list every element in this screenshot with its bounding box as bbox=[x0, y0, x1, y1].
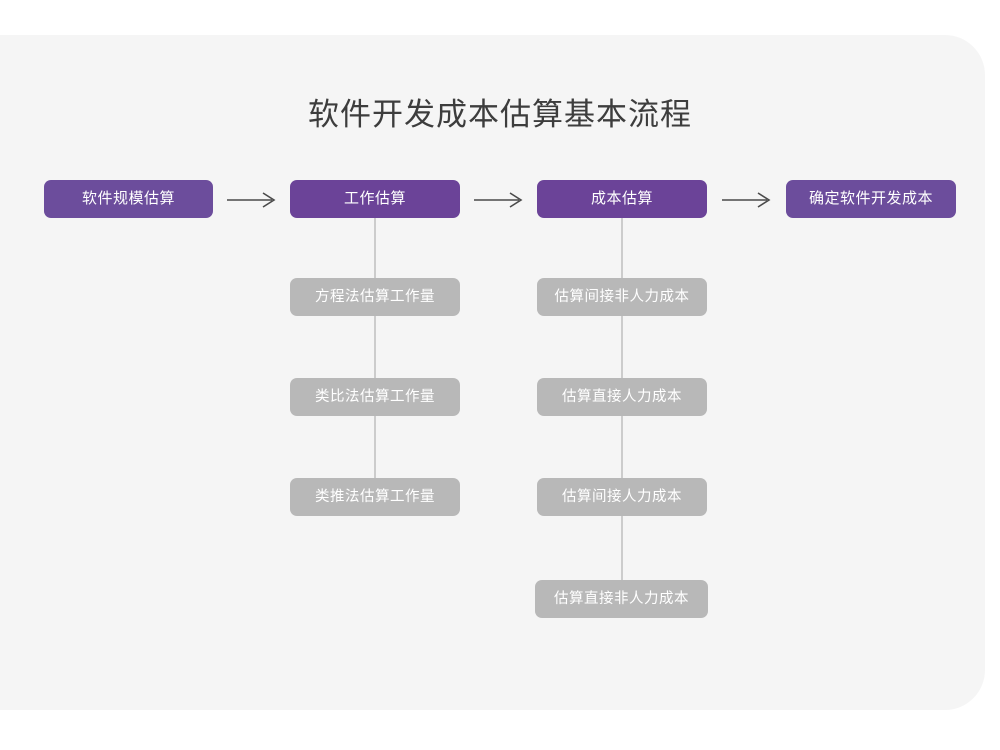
connector-cost-4 bbox=[621, 516, 623, 580]
connector-effort-1 bbox=[374, 218, 376, 278]
cost-sub-node-3[interactable]: 估算间接人力成本 bbox=[537, 478, 707, 516]
flow-step-4-determine-development-cost[interactable]: 确定软件开发成本 bbox=[786, 180, 956, 218]
cost-sub-node-2[interactable]: 估算直接人力成本 bbox=[537, 378, 707, 416]
flow-step-1-software-scale-estimation[interactable]: 软件规模估算 bbox=[44, 180, 213, 218]
page-title: 软件开发成本估算基本流程 bbox=[308, 97, 692, 132]
cost-sub-node-4[interactable]: 估算直接非人力成本 bbox=[535, 580, 708, 618]
connector-effort-3 bbox=[374, 416, 376, 478]
effort-sub-node-1[interactable]: 方程法估算工作量 bbox=[290, 278, 460, 316]
arrow-right-icon-2 bbox=[473, 189, 526, 213]
effort-sub-node-2[interactable]: 类比法估算工作量 bbox=[290, 378, 460, 416]
flow-step-2-effort-estimation[interactable]: 工作估算 bbox=[290, 180, 460, 218]
connector-cost-3 bbox=[621, 416, 623, 478]
arrow-right-icon-1 bbox=[226, 189, 279, 213]
diagram-card bbox=[0, 35, 985, 710]
flow-step-3-cost-estimation[interactable]: 成本估算 bbox=[537, 180, 707, 218]
arrow-right-icon-3 bbox=[721, 189, 774, 213]
connector-cost-2 bbox=[621, 316, 623, 378]
connector-effort-2 bbox=[374, 316, 376, 378]
connector-cost-1 bbox=[621, 218, 623, 278]
cost-sub-node-1[interactable]: 估算间接非人力成本 bbox=[537, 278, 707, 316]
effort-sub-node-3[interactable]: 类推法估算工作量 bbox=[290, 478, 460, 516]
